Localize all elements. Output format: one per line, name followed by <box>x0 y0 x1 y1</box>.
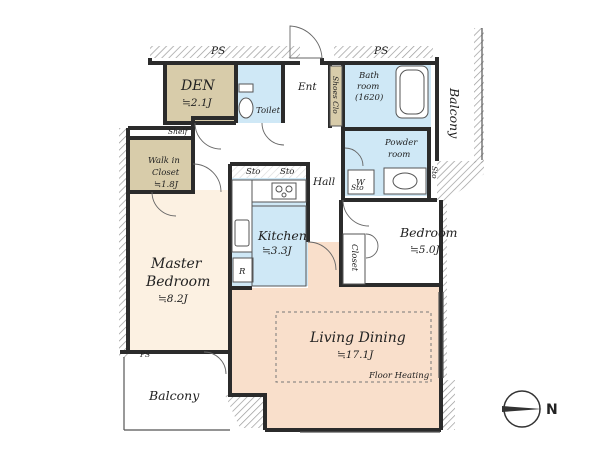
storage-label-2: Sto <box>280 167 294 177</box>
bedroom-door-swing <box>342 199 370 227</box>
powder-room-label-1: Powder <box>384 138 418 148</box>
walk-in-closet-label-2: Closet <box>152 168 180 178</box>
storage-label-4: Sto <box>430 166 439 179</box>
hatch-right-column <box>474 28 484 163</box>
washer-label: W <box>356 178 366 188</box>
master-bedroom-label-2: Bedroom <box>145 274 210 290</box>
bathroom-label-2: room <box>357 82 379 92</box>
bedroom-closet-door <box>365 233 379 259</box>
ps-top-left-label: PS <box>210 45 225 57</box>
hatch-right-diagonal <box>437 161 484 200</box>
closet-door-swing <box>151 191 177 217</box>
bedroom-closet <box>342 233 366 285</box>
kitchen-island <box>251 205 307 287</box>
burner-2 <box>285 185 293 193</box>
refrigerator <box>232 257 254 283</box>
walk-in-closet-area: ≒1.8J <box>154 180 179 190</box>
hall-label: Hall <box>312 176 335 188</box>
compass-north-arrow-icon: N <box>502 390 558 428</box>
burner-1 <box>275 185 283 193</box>
floor-heating-label: Floor Heating <box>368 371 430 381</box>
compass-letter: N <box>546 402 558 418</box>
toilet-tank <box>238 83 254 93</box>
balcony-bottom-floor <box>124 357 230 429</box>
living-dining-floor <box>230 242 441 430</box>
compass-needle <box>502 406 542 412</box>
kitchen-area: ≒3.3J <box>262 245 292 257</box>
master-bedroom-floor <box>128 190 230 352</box>
hatch-top-left-ps <box>150 46 300 58</box>
washer <box>347 169 375 195</box>
hatch-bottom-left-column <box>225 395 265 428</box>
powder-room-label-2: room <box>388 150 410 160</box>
living-dining-label: Living Dining <box>309 330 406 346</box>
shoes-closet-label: Shoes Clo <box>331 76 340 114</box>
living-dining-area: ≒17.1J <box>337 349 374 361</box>
den-area: ≒2.1J <box>182 97 212 109</box>
master-door-swing <box>192 163 222 193</box>
entrance-label: Ent <box>297 81 317 93</box>
balcony-bottom-label: Balcony <box>148 388 200 403</box>
master-bedroom-label-1: Master <box>150 256 203 272</box>
bathroom-label-3: (1620) <box>355 92 383 103</box>
bathroom-label-1: Bath <box>358 71 379 81</box>
bedroom-area: ≒5.0J <box>410 244 440 256</box>
den-door-swing <box>194 122 222 150</box>
toilet-bowl <box>238 97 254 119</box>
balcony-right-label: Balcony <box>447 87 462 139</box>
closet-label: Closet <box>349 244 359 272</box>
toilet-label: Toilet <box>256 106 281 116</box>
walk-in-closet-floor <box>128 138 193 192</box>
walls <box>120 57 443 432</box>
walk-in-closet-label-1: Walk in <box>148 156 180 166</box>
windows <box>123 28 483 433</box>
labels: PS PS DEN ≒2.1J Toilet Ent Shoes Clo Bat… <box>139 45 462 403</box>
entrance-door-swing <box>289 25 323 59</box>
stove <box>271 182 297 200</box>
refrigerator-label: R <box>238 267 246 277</box>
storage-label-1: Sto <box>246 167 260 177</box>
toilet-door-swing <box>261 122 285 146</box>
kitchen-label: Kitchen <box>257 228 307 243</box>
burner-3 <box>281 192 287 198</box>
powder-door-swing <box>344 147 364 167</box>
den-label: DEN <box>180 78 215 94</box>
vanity-basin <box>392 172 418 190</box>
kitchen-sink <box>234 219 250 247</box>
hatch-bottom-right-column <box>441 380 455 430</box>
shoes-closet <box>329 65 343 127</box>
hatch-left-column <box>119 128 130 358</box>
doors <box>151 25 379 375</box>
ps-bottom-left-label: PS <box>139 350 150 359</box>
fixtures <box>231 65 432 383</box>
shelf-label: Shelf <box>168 127 189 136</box>
hatch-top-right-ps <box>334 46 433 58</box>
balcony-door-swing <box>203 351 227 375</box>
ps-top-right-label: PS <box>373 45 388 57</box>
storage-label-3: Sto <box>351 183 364 192</box>
bedroom-label: Bedroom <box>399 225 457 240</box>
floor-heating-area <box>275 311 432 383</box>
master-bedroom-area: ≒8.2J <box>158 293 188 305</box>
hatch-kitchen-sto <box>230 164 308 178</box>
ld-door-swing <box>307 241 337 271</box>
den-floor <box>165 63 236 123</box>
bathtub-inner <box>399 69 425 115</box>
